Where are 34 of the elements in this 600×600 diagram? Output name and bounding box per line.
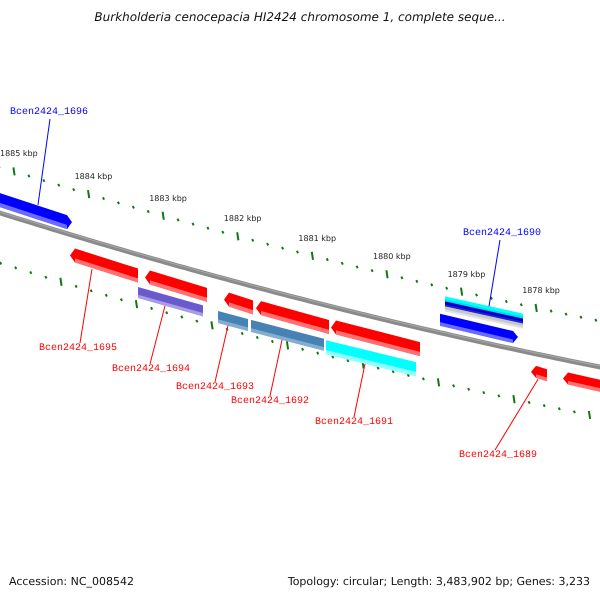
gene-band xyxy=(445,296,523,329)
leader-line xyxy=(354,363,366,418)
gene-label: Bcen2424_1689 xyxy=(459,450,538,462)
scale-label: 1882 kbp xyxy=(224,214,262,224)
gene-label: Bcen2424_1693 xyxy=(176,382,254,394)
leader-line xyxy=(38,118,50,206)
leader-line xyxy=(80,268,92,344)
gene-block xyxy=(251,320,324,351)
gene-label: Bcen2424_1695 xyxy=(39,343,118,355)
leader-line xyxy=(494,378,538,450)
leader-line xyxy=(488,240,500,307)
gene-label: Bcen2424_1690 xyxy=(463,228,542,240)
gene-label: Bcen2424_1692 xyxy=(231,396,310,408)
gene-block xyxy=(531,366,547,382)
leader-line xyxy=(214,325,228,382)
gene-block xyxy=(70,248,138,283)
scale-label: 1880 kbp xyxy=(373,252,411,262)
scale-label: 1884 kbp xyxy=(74,172,112,182)
gene-block xyxy=(218,310,248,332)
gene-label: Bcen2424_1696 xyxy=(10,107,88,119)
title: Burkholderia cenocepacia HI2424 chromosome 1, complete seque... xyxy=(94,10,506,24)
scale-label: 1879 kbp xyxy=(448,270,486,280)
genome-summary: Topology: circular; Length: 3,483,902 bp; Genes: 3,233 xyxy=(288,575,590,589)
scale-label: 1883 kbp xyxy=(149,194,187,204)
gene-label: Bcen2424_1694 xyxy=(112,364,190,376)
scale-label: 1885 kbp xyxy=(0,149,38,160)
leader-line xyxy=(270,339,282,396)
scale-label: 1878 kbp xyxy=(522,286,560,296)
gene-label: Bcen2424_1691 xyxy=(315,417,394,429)
gene-block xyxy=(138,287,203,316)
gene-block xyxy=(326,340,416,376)
accession-text: Accession: NC_008542 xyxy=(9,575,134,589)
scale-label: 1881 kbp xyxy=(298,234,336,244)
gene-block xyxy=(0,191,72,230)
